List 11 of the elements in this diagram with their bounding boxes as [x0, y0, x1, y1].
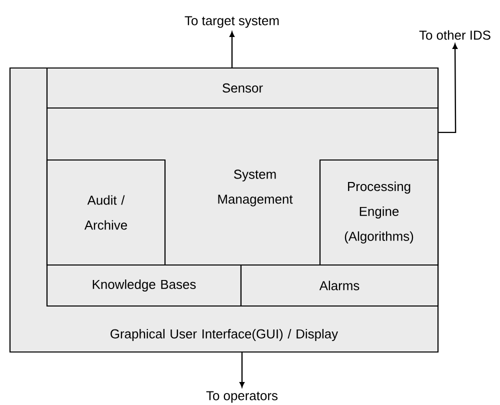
sensor-box: Sensor	[46, 67, 439, 109]
arrow	[438, 44, 458, 134]
arrow	[230, 32, 234, 68]
text-label: To operators	[206, 391, 278, 403]
arrow	[240, 352, 244, 388]
engine-box: Processing Engine (Algorithms)	[319, 159, 439, 266]
alarms-box: Alarms	[240, 264, 439, 307]
archive-box: Audit / Archive	[46, 159, 166, 266]
text-label: To other IDS	[419, 30, 490, 40]
knowledge-box: Knowledge Bases	[46, 264, 242, 307]
text-label: To target system	[184, 16, 279, 28]
